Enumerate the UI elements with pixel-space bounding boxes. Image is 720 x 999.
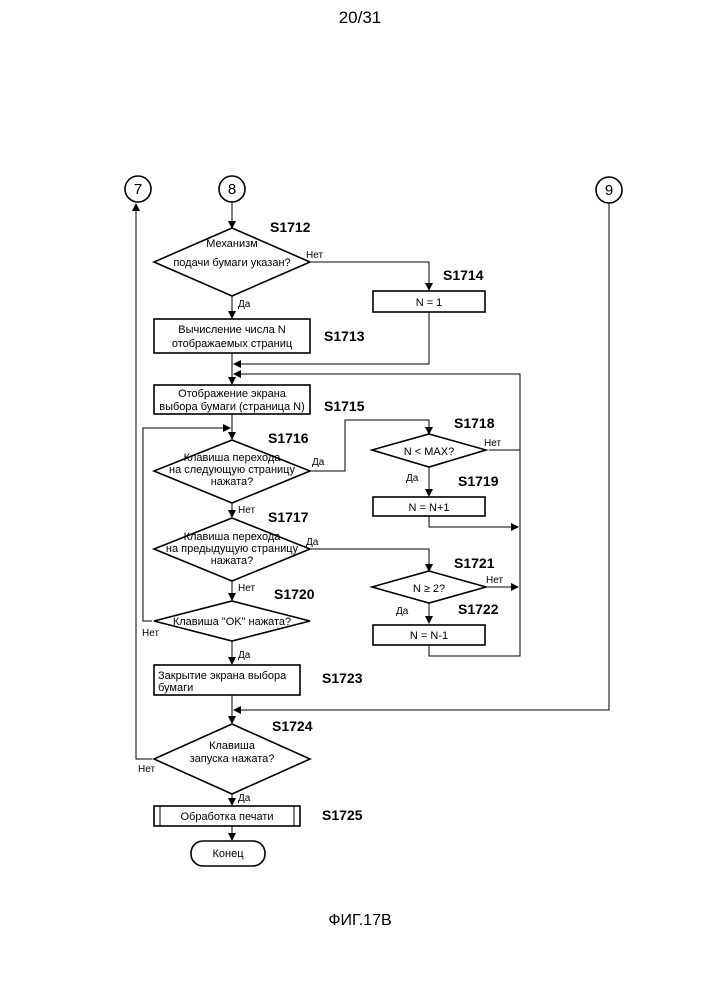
s1720-label: S1720 xyxy=(274,586,315,602)
s1719-text: N = N+1 xyxy=(409,502,450,514)
s1717-yes-label: Да xyxy=(306,537,319,548)
s1718-text: N < MAX? xyxy=(404,446,454,458)
s1716-text-line2: на следующую страницу xyxy=(169,464,295,476)
connector-7-label: 7 xyxy=(134,181,142,198)
connector-8: 8 xyxy=(219,176,245,202)
s1717-no-label: Нет xyxy=(238,583,255,594)
s1713-text-line2: отображаемых страниц xyxy=(172,338,293,350)
s1723-text-line1: Закрытие экрана выбора xyxy=(158,670,287,682)
s1720-no-label: Нет xyxy=(142,628,159,639)
s1721-text: N ≥ 2? xyxy=(413,583,445,595)
s1721-no-label: Нет xyxy=(486,575,503,586)
s1725-text: Обработка печати xyxy=(180,811,273,823)
process-s1715: Отображение экрана выбора бумаги (страни… xyxy=(154,385,365,414)
s1716-text-line1: Клавиша перехода xyxy=(184,452,282,464)
s1715-text-line1: Отображение экрана xyxy=(178,388,287,400)
s1720-yes-label: Да xyxy=(238,650,251,661)
s1716-text-line3: нажата? xyxy=(211,476,254,488)
s1713-label: S1713 xyxy=(324,328,365,344)
connector-9-label: 9 xyxy=(605,182,613,199)
s1717-text-line1: Клавиша перехода xyxy=(184,531,282,543)
s1715-label: S1715 xyxy=(324,398,365,414)
s1715-text-line2: выбора бумаги (страница N) xyxy=(159,401,305,413)
s1723-text-line2: бумаги xyxy=(158,682,193,694)
s1718-no-label: Нет xyxy=(484,438,501,449)
process-s1719: N = N+1 S1719 xyxy=(373,473,499,516)
process-s1725: Обработка печати S1725 xyxy=(154,806,363,826)
s1712-yes-label: Да xyxy=(238,299,251,310)
figure-caption: ФИГ.17B xyxy=(0,912,720,930)
s1712-text-line1: Механизм xyxy=(206,238,257,250)
s1720-text: Клавиша "OK" нажата? xyxy=(173,616,291,628)
s1722-text: N = N-1 xyxy=(410,630,448,642)
s1717-text-line2: на предыдущую страницу xyxy=(166,543,299,555)
s1712-no-label: Нет xyxy=(306,250,323,261)
s1716-yes-label: Да xyxy=(312,457,325,468)
s1718-label: S1718 xyxy=(454,415,495,431)
connector-8-label: 8 xyxy=(228,181,236,198)
decision-s1724: Клавиша запуска нажата? S1724 Нет Да xyxy=(138,718,313,804)
s1722-label: S1722 xyxy=(458,601,499,617)
s1712-text-line2: подачи бумаги указан? xyxy=(173,257,290,269)
s1713-text-line1: Вычисление числа N xyxy=(178,324,286,336)
decision-s1712: Механизм подачи бумаги указан? S1712 Нет… xyxy=(154,219,323,310)
s1723-label: S1723 xyxy=(322,670,363,686)
decision-s1717: Клавиша перехода на предыдущую страницу … xyxy=(154,509,319,594)
s1717-text-line3: нажата? xyxy=(211,555,254,567)
s1717-label: S1717 xyxy=(268,509,309,525)
s1714-label: S1714 xyxy=(443,267,484,283)
s1721-yes-label: Да xyxy=(396,606,409,617)
process-s1713: Вычисление числа N отображаемых страниц … xyxy=(154,319,365,353)
s1725-label: S1725 xyxy=(322,807,363,823)
s1718-yes-label: Да xyxy=(406,473,419,484)
s1719-label: S1719 xyxy=(458,473,499,489)
s1716-label: S1716 xyxy=(268,430,309,446)
connector-7: 7 xyxy=(125,176,151,202)
decision-s1720: Клавиша "OK" нажата? S1720 Нет Да xyxy=(142,586,315,661)
s1712-label: S1712 xyxy=(270,219,311,235)
s1724-yes-label: Да xyxy=(238,793,251,804)
s1714-text: N = 1 xyxy=(416,297,443,309)
process-s1722: N = N-1 S1722 xyxy=(373,601,499,645)
s1724-label: S1724 xyxy=(272,718,313,734)
terminator-end: Конец xyxy=(191,841,265,866)
decision-s1716: Клавиша перехода на следующую страницу н… xyxy=(154,430,325,516)
s1724-no-label: Нет xyxy=(138,764,155,775)
s1721-label: S1721 xyxy=(454,555,495,571)
process-s1723: Закрытие экрана выбора бумаги S1723 xyxy=(154,665,363,695)
connector-9: 9 xyxy=(596,177,622,203)
s1724-text-line1: Клавиша xyxy=(209,740,256,752)
end-text: Конец xyxy=(212,848,244,860)
s1724-text-line2: запуска нажата? xyxy=(190,753,275,765)
s1716-no-label: Нет xyxy=(238,505,255,516)
